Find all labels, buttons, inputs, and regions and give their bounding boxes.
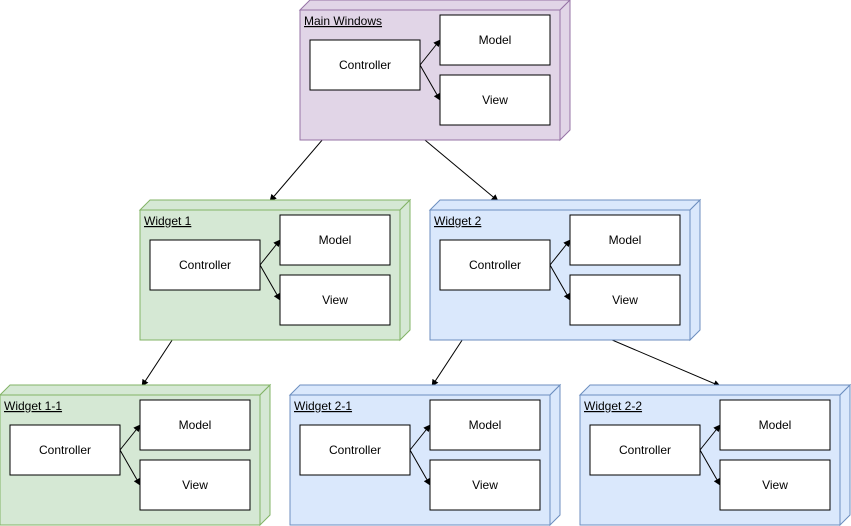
node-side-face bbox=[839, 383, 851, 526]
node-top-face bbox=[138, 199, 412, 211]
node-title: Main Windows bbox=[304, 14, 382, 28]
controller-box-rect bbox=[439, 239, 551, 291]
controller-box[interactable]: Controller bbox=[309, 39, 421, 91]
view-box-label: View bbox=[472, 478, 498, 492]
node-top-face bbox=[428, 199, 702, 211]
view-box[interactable]: View bbox=[569, 274, 681, 326]
controller-box[interactable]: Controller bbox=[299, 424, 411, 476]
controller-box-label: Controller bbox=[179, 258, 231, 272]
model-box[interactable]: Model bbox=[439, 14, 551, 66]
view-box[interactable]: View bbox=[439, 74, 551, 126]
controller-to-model-arrow bbox=[259, 239, 281, 266]
model-box-label: Model bbox=[319, 233, 352, 247]
view-box-label: View bbox=[182, 478, 208, 492]
controller-box[interactable]: Controller bbox=[149, 239, 261, 291]
view-box-rect bbox=[429, 459, 541, 511]
model-box-rect bbox=[439, 14, 551, 66]
node-title: Widget 1 bbox=[144, 214, 192, 228]
model-box-rect bbox=[429, 399, 541, 451]
node-top-face bbox=[0, 384, 272, 396]
view-box-label: View bbox=[762, 478, 788, 492]
controller-to-view-arrow bbox=[259, 264, 281, 301]
controller-to-view-arrow bbox=[409, 449, 431, 486]
node-top-face bbox=[298, 0, 571, 11]
model-box-label: Model bbox=[179, 418, 212, 432]
view-box-rect bbox=[569, 274, 681, 326]
model-box-label: Model bbox=[759, 418, 792, 432]
node-top-face bbox=[578, 384, 851, 396]
controller-box-rect bbox=[299, 424, 411, 476]
controller-box-label: Controller bbox=[39, 443, 91, 457]
model-box[interactable]: Model bbox=[429, 399, 541, 451]
controller-box-label: Controller bbox=[469, 258, 521, 272]
model-box-rect bbox=[569, 214, 681, 266]
node-top-face bbox=[288, 384, 562, 396]
view-box[interactable]: View bbox=[719, 459, 831, 511]
controller-to-model-arrow bbox=[409, 424, 431, 451]
view-box[interactable]: View bbox=[279, 274, 391, 326]
node-side-face bbox=[689, 198, 701, 342]
model-box-label: Model bbox=[479, 33, 512, 47]
controller-to-view-arrow bbox=[699, 449, 721, 486]
model-box-label: Model bbox=[469, 418, 502, 432]
controller-box[interactable]: Controller bbox=[589, 424, 701, 476]
controller-to-model-arrow bbox=[119, 424, 141, 451]
model-box[interactable]: Model bbox=[139, 399, 251, 451]
controller-box-rect bbox=[149, 239, 261, 291]
node-side-face bbox=[549, 383, 561, 526]
controller-to-model-arrow bbox=[699, 424, 721, 451]
node-side-face bbox=[399, 198, 411, 342]
node-side-face bbox=[559, 0, 571, 142]
view-box-label: View bbox=[322, 293, 348, 307]
controller-box-rect bbox=[9, 424, 121, 476]
controller-box-label: Controller bbox=[329, 443, 381, 457]
view-box-label: View bbox=[612, 293, 638, 307]
view-box-label: View bbox=[482, 93, 508, 107]
model-box[interactable]: Model bbox=[569, 214, 681, 266]
controller-to-view-arrow bbox=[419, 64, 441, 101]
controller-to-view-arrow bbox=[119, 449, 141, 486]
controller-box[interactable]: Controller bbox=[9, 424, 121, 476]
controller-box[interactable]: Controller bbox=[439, 239, 551, 291]
controller-box-label: Controller bbox=[619, 443, 671, 457]
node-title: Widget 1-1 bbox=[4, 399, 62, 413]
node-title: Widget 2-1 bbox=[294, 399, 352, 413]
model-box-rect bbox=[279, 214, 391, 266]
model-box-rect bbox=[719, 399, 831, 451]
controller-box-label: Controller bbox=[339, 58, 391, 72]
view-box[interactable]: View bbox=[429, 459, 541, 511]
node-title: Widget 2-2 bbox=[584, 399, 642, 413]
controller-to-model-arrow bbox=[549, 239, 571, 266]
controller-box-rect bbox=[309, 39, 421, 91]
view-box-rect bbox=[719, 459, 831, 511]
node-title: Widget 2 bbox=[434, 214, 482, 228]
view-box-rect bbox=[139, 459, 251, 511]
model-box[interactable]: Model bbox=[279, 214, 391, 266]
model-box[interactable]: Model bbox=[719, 399, 831, 451]
controller-to-model-arrow bbox=[419, 39, 441, 66]
view-box-rect bbox=[439, 74, 551, 126]
controller-box-rect bbox=[589, 424, 701, 476]
controller-to-view-arrow bbox=[549, 264, 571, 301]
view-box-rect bbox=[279, 274, 391, 326]
model-box-label: Model bbox=[609, 233, 642, 247]
view-box[interactable]: View bbox=[139, 459, 251, 511]
node-side-face bbox=[259, 383, 271, 526]
